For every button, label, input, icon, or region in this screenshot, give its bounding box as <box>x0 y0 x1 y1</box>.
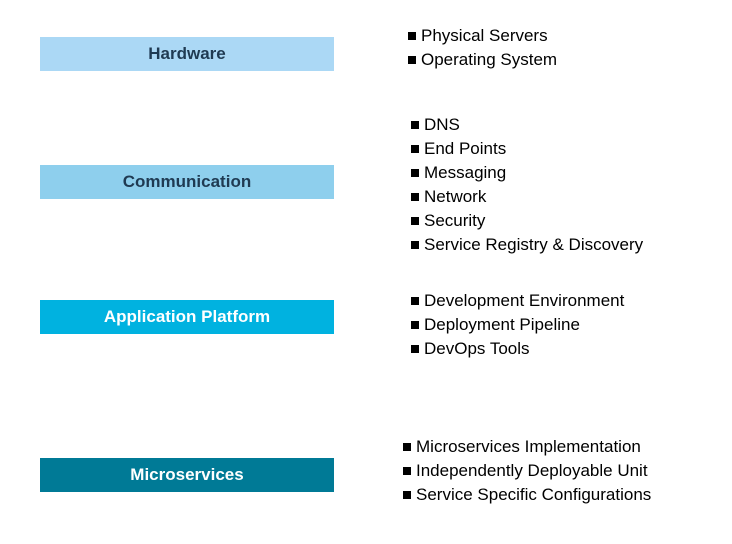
square-bullet-icon <box>411 169 419 177</box>
list-item: Development Environment <box>411 289 624 313</box>
list-item: DevOps Tools <box>411 337 624 361</box>
list-item: Messaging <box>411 161 643 185</box>
list-item: Network <box>411 185 643 209</box>
square-bullet-icon <box>408 56 416 64</box>
layer-box-microservices: Microservices <box>40 458 334 492</box>
square-bullet-icon <box>408 32 416 40</box>
list-item: Security <box>411 209 643 233</box>
square-bullet-icon <box>411 241 419 249</box>
layer-label-application-platform: Application Platform <box>103 307 271 326</box>
square-bullet-icon <box>403 467 411 475</box>
application-platform-items-list: Development Environment Deployment Pipel… <box>411 289 624 361</box>
list-item: Operating System <box>408 48 557 72</box>
square-bullet-icon <box>411 321 419 329</box>
square-bullet-icon <box>411 217 419 225</box>
square-bullet-icon <box>411 193 419 201</box>
layer-box-communication: Communication <box>40 165 334 199</box>
layer-box-hardware: Hardware <box>40 37 334 71</box>
list-item: Service Registry & Discovery <box>411 233 643 257</box>
layer-box-application-platform: Application Platform <box>40 300 334 334</box>
square-bullet-icon <box>411 121 419 129</box>
list-item: End Points <box>411 137 643 161</box>
square-bullet-icon <box>411 297 419 305</box>
square-bullet-icon <box>411 345 419 353</box>
hardware-items-list: Physical Servers Operating System <box>408 24 557 72</box>
square-bullet-icon <box>403 491 411 499</box>
square-bullet-icon <box>403 443 411 451</box>
list-item: Service Specific Configurations <box>403 483 651 507</box>
layer-label-hardware: Hardware <box>148 44 226 63</box>
list-item: Independently Deployable Unit <box>403 459 651 483</box>
list-item: DNS <box>411 113 643 137</box>
square-bullet-icon <box>411 145 419 153</box>
layer-label-microservices: Microservices <box>130 465 244 484</box>
microservices-items-list: Microservices Implementation Independent… <box>403 435 651 507</box>
list-item: Microservices Implementation <box>403 435 651 459</box>
list-item: Physical Servers <box>408 24 557 48</box>
layer-label-communication: Communication <box>122 172 252 191</box>
communication-items-list: DNS End Points Messaging Network Securit… <box>411 113 643 257</box>
list-item: Deployment Pipeline <box>411 313 624 337</box>
